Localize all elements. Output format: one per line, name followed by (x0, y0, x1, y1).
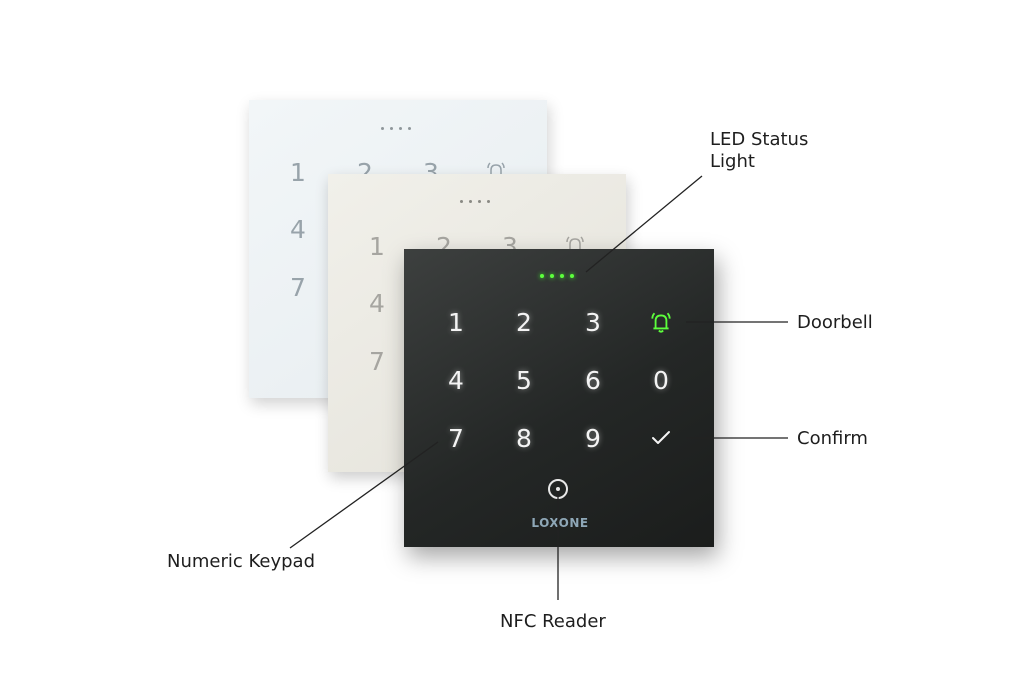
led-dot-green (570, 274, 574, 278)
leader-line-led (585, 175, 703, 273)
key-4[interactable]: 4 (448, 366, 464, 395)
key-4-white: 4 (290, 215, 306, 244)
led-dot (399, 127, 402, 130)
led-dot (487, 200, 490, 203)
led-dots-white (381, 127, 411, 130)
callout-led-status-light: LED Status Light (710, 129, 809, 172)
callout-confirm: Confirm (797, 428, 868, 449)
led-dot (469, 200, 472, 203)
key-7-white: 7 (290, 273, 306, 302)
led-dot (408, 127, 411, 130)
led-dot (478, 200, 481, 203)
key-9[interactable]: 9 (585, 424, 601, 453)
key-1-white: 1 (290, 158, 306, 187)
key-2[interactable]: 2 (516, 308, 532, 337)
checkmark-icon[interactable] (650, 428, 672, 448)
key-1[interactable]: 1 (448, 308, 464, 337)
led-dot-green (540, 274, 544, 278)
key-7[interactable]: 7 (448, 424, 464, 453)
key-4-cream: 4 (369, 289, 385, 318)
led-dot-green (550, 274, 554, 278)
key-8[interactable]: 8 (516, 424, 532, 453)
bell-icon[interactable] (648, 310, 674, 336)
key-6[interactable]: 6 (585, 366, 601, 395)
leader-line-keypad (289, 441, 439, 549)
callout-doorbell: Doorbell (797, 312, 873, 333)
led-dots-cream (460, 200, 490, 203)
brand-logo: LOXONE (531, 516, 589, 530)
led-dot (390, 127, 393, 130)
led-dot-green (560, 274, 564, 278)
led-dot (381, 127, 384, 130)
led-dot (460, 200, 463, 203)
key-5[interactable]: 5 (516, 366, 532, 395)
callout-numeric-keypad: Numeric Keypad (167, 551, 316, 572)
key-3[interactable]: 3 (585, 308, 601, 337)
led-status-light (540, 274, 574, 278)
key-1-cream: 1 (369, 232, 385, 261)
key-7-cream: 7 (369, 347, 385, 376)
key-0[interactable]: 0 (653, 366, 669, 395)
callout-nfc-reader: NFC Reader (500, 611, 606, 632)
